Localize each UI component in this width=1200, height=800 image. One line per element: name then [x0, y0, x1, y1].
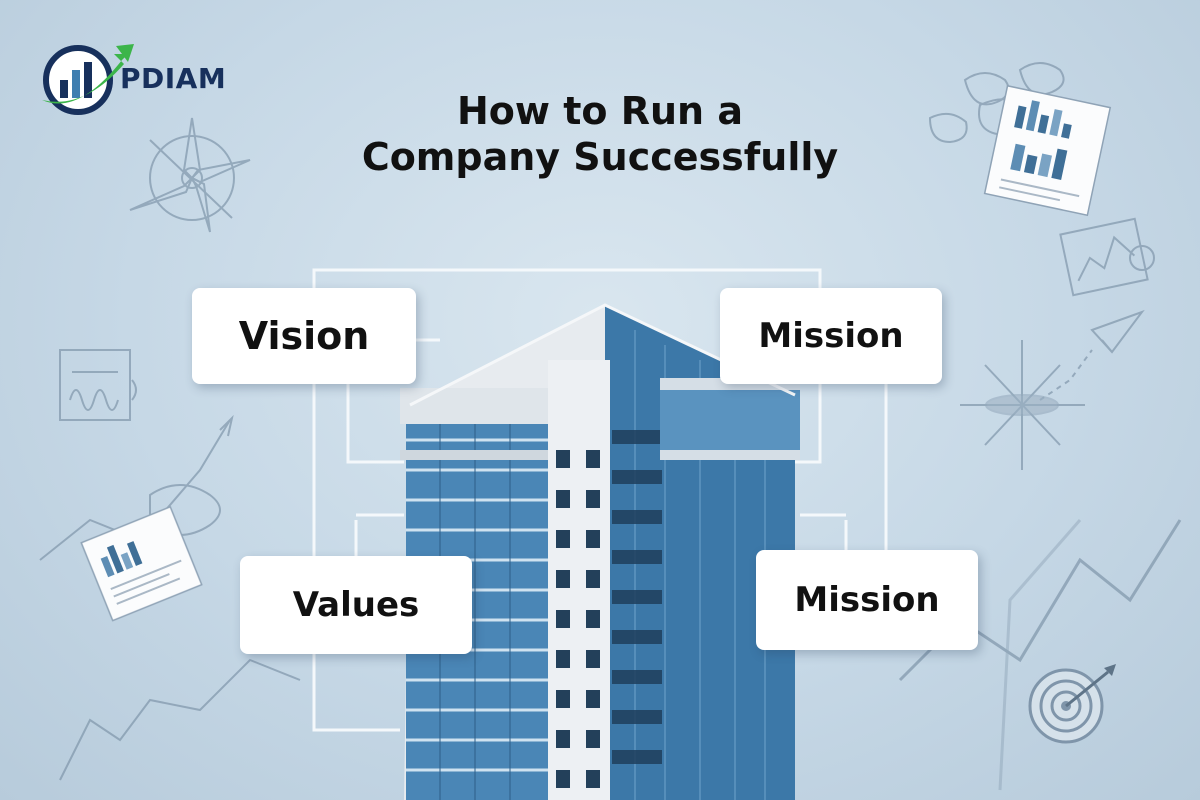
brand-name: PDIAM: [120, 62, 227, 95]
vision-card: Vision: [192, 288, 416, 384]
paper-airplane-icon: [1039, 309, 1145, 401]
compass-icon: [129, 117, 251, 233]
chart-document-icon: [80, 505, 203, 622]
target-icon: [1028, 664, 1116, 744]
mission-card-bottom: Mission: [756, 550, 978, 650]
page-title: How to Run a Company Successfully: [300, 88, 900, 180]
title-line-1: How to Run a: [457, 89, 743, 133]
building-illustration: [400, 303, 800, 800]
wave-chart-sketch: [59, 349, 137, 421]
mission-card-top: Mission: [720, 288, 942, 384]
chart-document-icon: [983, 84, 1112, 217]
right-chart-sketch: [1059, 217, 1155, 297]
title-line-2: Company Successfully: [361, 135, 839, 179]
brand-logo: [42, 44, 134, 115]
sparkle-sketch: [960, 340, 1085, 470]
values-card: Values: [240, 556, 472, 654]
